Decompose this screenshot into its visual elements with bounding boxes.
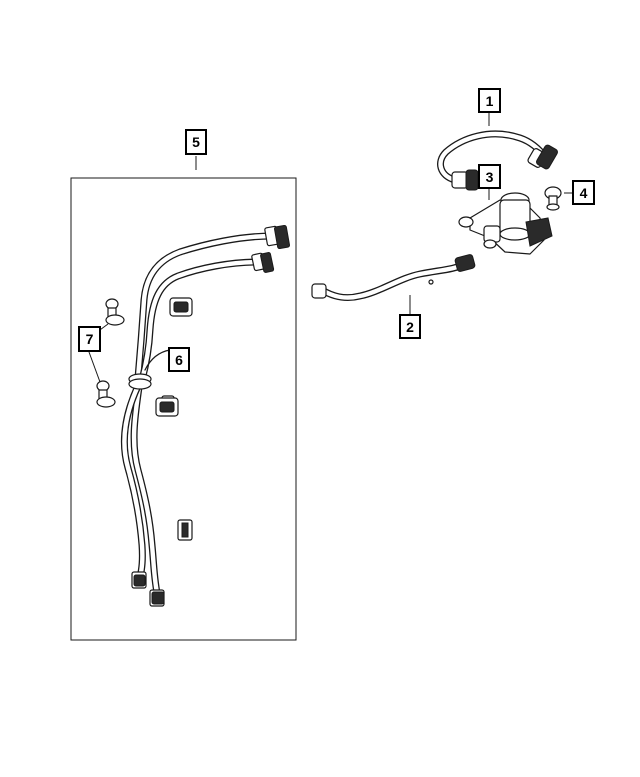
callout-2-label: 2 xyxy=(406,319,414,335)
callout-3: 3 xyxy=(478,164,501,189)
harness-group-frame xyxy=(70,177,297,641)
mounting-fastener[interactable] xyxy=(544,186,562,211)
callout-6: 6 xyxy=(168,347,190,372)
harness-clip-upper[interactable] xyxy=(169,297,193,317)
callout-3-label: 3 xyxy=(486,169,494,185)
callout-2: 2 xyxy=(399,314,421,339)
callout-4: 4 xyxy=(572,180,595,205)
callout-6-label: 6 xyxy=(175,352,183,368)
callout-1-label: 1 xyxy=(486,93,494,109)
purge-solenoid-valve[interactable] xyxy=(458,192,553,255)
callout-7: 7 xyxy=(78,326,101,352)
harness-clip-lower[interactable] xyxy=(155,397,179,417)
wiring-harness-assembly[interactable] xyxy=(120,224,291,607)
callout-4-label: 4 xyxy=(580,185,588,201)
callout-5: 5 xyxy=(185,129,207,155)
callout-1: 1 xyxy=(478,88,501,113)
upper-vapor-hose[interactable] xyxy=(437,130,558,191)
callout-5-label: 5 xyxy=(192,134,200,150)
callout-7-label: 7 xyxy=(86,331,94,347)
lower-vapor-hose[interactable] xyxy=(311,254,476,302)
push-pin-upper[interactable] xyxy=(105,298,125,326)
push-pin-lower[interactable] xyxy=(96,380,116,408)
